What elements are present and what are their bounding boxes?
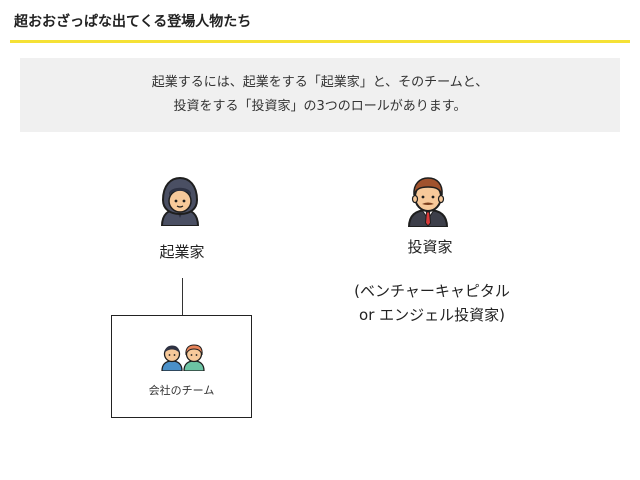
investor-note-line-2: or エンジェル投資家): [359, 306, 505, 324]
team-box: 会社のチーム: [111, 315, 252, 418]
page-title: 超おおざっぱな出てくる登場人物たち: [14, 14, 252, 30]
intro-box: 起業するには、起業をする「起業家」と、そのチームと、 投資をする「投資家」の3つ…: [20, 58, 620, 132]
team-members-icon: [161, 344, 205, 371]
intro-line-2: 投資をする「投資家」の3つのロールがあります。: [173, 99, 467, 114]
team-label: 会社のチーム: [148, 384, 215, 397]
hooded-person-icon: [160, 176, 200, 226]
entrepreneur-team-connector: [182, 278, 183, 315]
businessman-icon: [407, 177, 449, 227]
entrepreneur-label: 起業家: [159, 243, 205, 261]
investor-note-line-1: (ベンチャーキャピタル: [354, 282, 510, 300]
investor-note: (ベンチャーキャピタル or エンジェル投資家): [322, 279, 542, 327]
title-underline: [10, 40, 630, 43]
intro-line-1: 起業するには、起業をする「起業家」と、そのチームと、: [151, 75, 489, 90]
investor-label: 投資家: [407, 238, 453, 256]
